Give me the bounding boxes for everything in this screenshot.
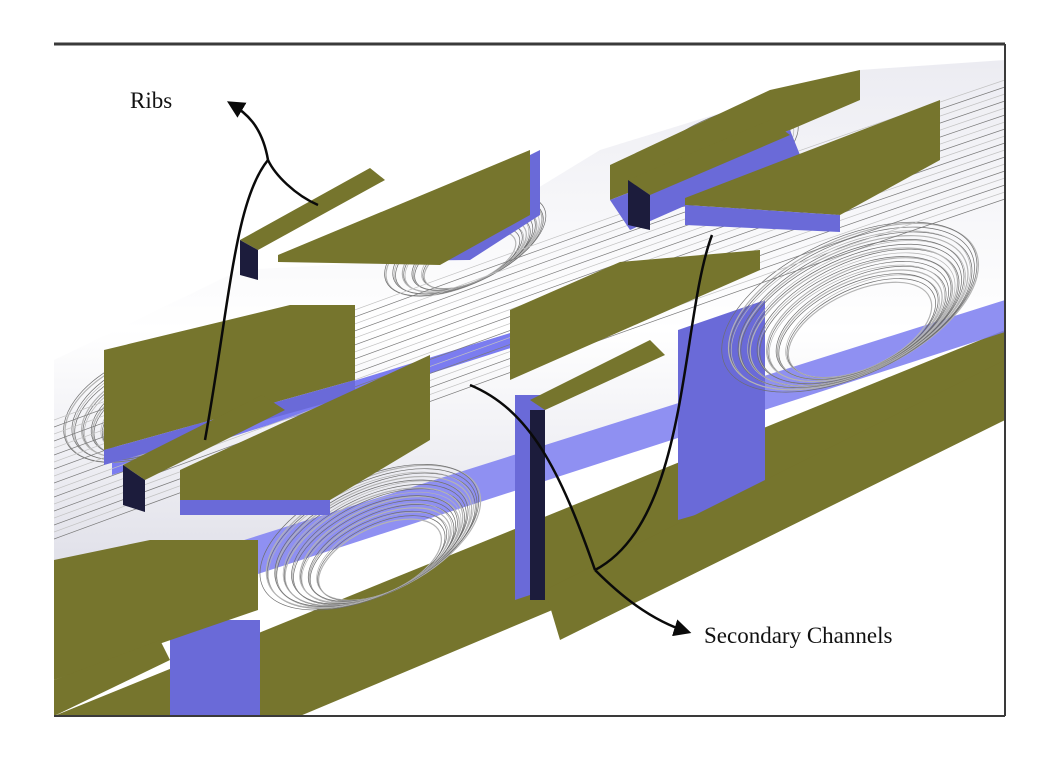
ribs-label: Ribs xyxy=(130,88,172,113)
secondary-pointer-right xyxy=(594,234,714,572)
rib-center-long-side xyxy=(180,500,330,515)
rib-small-right xyxy=(628,120,790,195)
rib-right-middle-small xyxy=(530,340,665,410)
rib-upper-right-side xyxy=(610,130,800,230)
ribs-pointer-upper xyxy=(266,159,319,207)
rib-upper-left-top xyxy=(278,150,530,265)
rib-small-center xyxy=(123,395,285,480)
streamline xyxy=(54,191,1005,533)
rib-lower-left-front xyxy=(54,640,170,716)
rib-small-upper xyxy=(240,168,385,250)
streamline xyxy=(54,198,1005,540)
rib-right-long-side xyxy=(685,205,840,232)
rib-center-long xyxy=(180,355,430,500)
channel-bed-front xyxy=(545,360,1005,640)
rib-small-upper-side xyxy=(240,240,258,280)
rib-right-long xyxy=(685,100,940,215)
ribs-pointer-lower xyxy=(203,159,269,441)
rib-small-center-side xyxy=(123,465,145,512)
rib-small-right-side xyxy=(628,180,650,230)
ribs xyxy=(54,70,940,716)
ribs-arrow xyxy=(226,101,270,161)
streamline xyxy=(54,184,1005,526)
rib-right-middle-dark xyxy=(530,410,545,600)
rib-right-middle xyxy=(510,250,760,380)
streamline xyxy=(721,221,978,393)
secondary-arrow xyxy=(594,569,692,637)
annotation-arrows xyxy=(203,101,714,637)
rib-middle-left xyxy=(104,305,355,450)
streamline xyxy=(54,170,1005,512)
secondary-pointer-left xyxy=(469,383,597,571)
secondary-channels-label: Secondary Channels xyxy=(704,623,892,648)
rib-lower-left xyxy=(54,540,258,680)
streamline xyxy=(54,177,1005,519)
